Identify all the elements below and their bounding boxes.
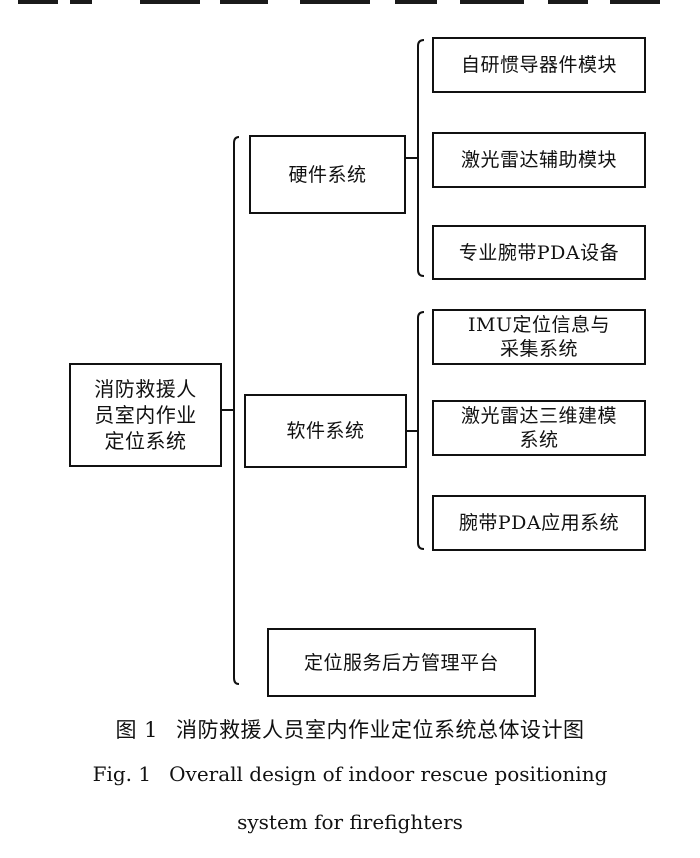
hardware-item-node: 自研惯导器件模块: [432, 37, 646, 93]
software-item-label: 腕带PDA应用系统: [458, 512, 620, 534]
figure-number-chinese: 图 1: [115, 718, 159, 742]
figure-caption-english-line2: system for firefighters: [0, 810, 700, 834]
management-platform-label: 定位服务后方管理平台: [303, 651, 499, 674]
software-bracket: [417, 311, 425, 550]
hardware-item-label: 激光雷达辅助模块: [460, 149, 617, 171]
figure-title-chinese: 消防救援人员室内作业定位系统总体设计图: [176, 718, 585, 742]
hardware-item-label: 自研惯导器件模块: [460, 54, 617, 76]
figure-caption-chinese: 图 1 消防救援人员室内作业定位系统总体设计图: [0, 714, 700, 744]
cropped-text-fragment: [0, 0, 700, 8]
software-item-label: 激光雷达三维建模 系统: [460, 405, 617, 451]
software-item-node: 腕带PDA应用系统: [432, 495, 646, 551]
figure-title-english-line2: system for firefighters: [237, 810, 463, 834]
software-item-label: IMU定位信息与 采集系统: [468, 314, 610, 360]
figure-number-english: Fig. 1: [92, 762, 152, 786]
hardware-system-label: 硬件系统: [288, 163, 367, 186]
hardware-system-node: 硬件系统: [249, 135, 406, 214]
hardware-bracket: [417, 39, 425, 277]
software-item-node: IMU定位信息与 采集系统: [432, 309, 646, 365]
hardware-item-node: 专业腕带PDA设备: [432, 225, 646, 280]
hardware-item-node: 激光雷达辅助模块: [432, 132, 646, 188]
software-system-node: 软件系统: [244, 394, 407, 468]
root-node-label: 消防救援人 员室内作业 定位系统: [94, 377, 197, 453]
root-node: 消防救援人 员室内作业 定位系统: [69, 363, 222, 467]
main-bracket: [233, 136, 240, 685]
software-system-label: 软件系统: [286, 420, 365, 442]
figure-caption-english: Fig. 1 Overall design of indoor rescue po…: [0, 762, 700, 786]
hardware-item-label: 专业腕带PDA设备: [458, 241, 620, 264]
software-item-node: 激光雷达三维建模 系统: [432, 400, 646, 456]
figure-title-english-line1: Overall design of indoor rescue position…: [169, 762, 608, 786]
management-platform-node: 定位服务后方管理平台: [267, 628, 536, 697]
